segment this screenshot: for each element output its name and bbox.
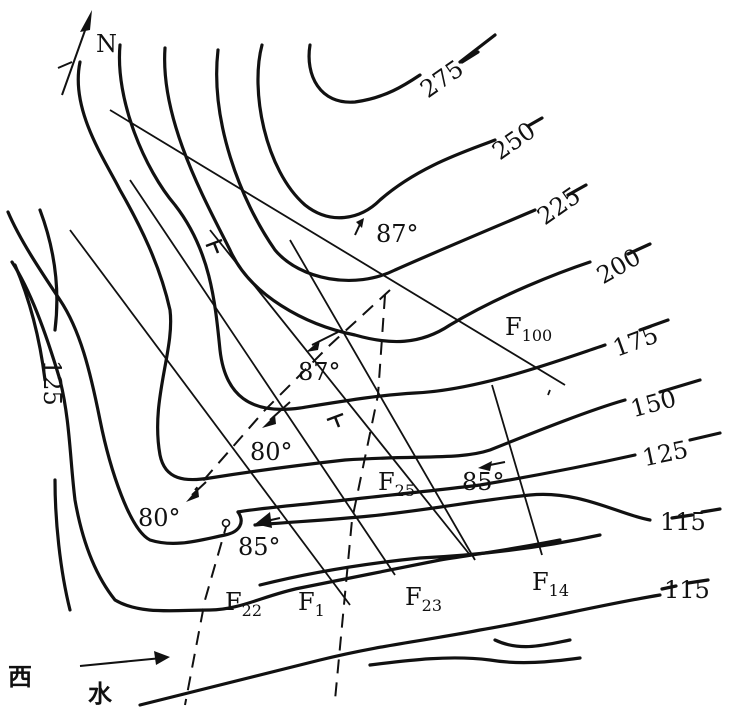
contour-225	[215, 48, 537, 282]
north-arrow: N	[57, 10, 117, 96]
dip-labels: 87° 87° 80° 80° 85° 85°	[138, 220, 505, 561]
fault-label-F1: F1	[298, 588, 325, 620]
north-label: N	[96, 30, 117, 58]
strike-symbol	[205, 238, 223, 254]
dip-label-1: 87°	[376, 220, 419, 248]
dashed-lines	[184, 289, 391, 706]
contour-125	[6, 210, 243, 545]
contour-label-125-west: 125	[38, 360, 66, 406]
fault-labels: F100 F25 F22 F1 F23 F14	[225, 313, 569, 620]
fault-F14-tick	[547, 389, 551, 396]
contour-west-b	[53, 478, 72, 612]
dip-label-6: 85°	[462, 468, 505, 496]
contour-label-115: 115	[660, 508, 706, 536]
fault-F25	[289, 239, 476, 561]
dip-label-4: 80°	[138, 504, 181, 532]
dip-label-5: 85°	[238, 533, 281, 561]
strike-symbol-2	[326, 412, 344, 428]
river-char-1: 西	[8, 663, 32, 691]
fault-label-F25: F25	[378, 468, 415, 500]
fault-label-F100: F100	[505, 313, 552, 345]
contour-115	[10, 260, 562, 613]
river-char-2: 水	[88, 680, 113, 708]
river-bank-1	[138, 593, 662, 707]
contour-label-125: 125	[640, 435, 691, 472]
fault-F22	[69, 229, 351, 606]
river-label: 西 水	[8, 651, 170, 708]
fault-F100	[109, 109, 566, 386]
contour-label-175: 175	[609, 321, 662, 363]
fault-label-F14: F14	[532, 568, 569, 600]
contour-150	[76, 60, 627, 482]
contour-west-a	[38, 208, 59, 332]
fault-F23	[209, 229, 471, 556]
contour-lines	[6, 33, 722, 707]
river-bank-2	[368, 656, 582, 667]
dip-label-2: 87°	[298, 358, 341, 386]
dip-arrows	[186, 218, 506, 528]
contour-115-tail	[493, 638, 572, 649]
contour-west-125	[13, 263, 47, 382]
contour-label-150: 150	[628, 384, 679, 423]
fault-F14	[491, 384, 543, 556]
fault-label-F23: F23	[405, 583, 442, 615]
dashed-line-1	[194, 289, 391, 491]
contour-115-lower	[258, 533, 602, 587]
contour-250	[256, 43, 497, 220]
contour-175	[117, 43, 607, 411]
fault-label-F22: F22	[225, 588, 262, 620]
contour-200	[163, 46, 592, 344]
dashed-line-3	[184, 519, 229, 706]
dip-label-3: 80°	[250, 438, 293, 466]
contour-label-115-lower: 115	[664, 576, 710, 604]
dashed-line-2	[334, 294, 386, 701]
contour-115a	[253, 492, 652, 527]
contour-125b	[236, 453, 637, 514]
fault-F1	[129, 179, 396, 576]
contour-275	[307, 43, 422, 104]
flow-arrow	[79, 657, 163, 667]
fault-lines	[69, 109, 566, 606]
